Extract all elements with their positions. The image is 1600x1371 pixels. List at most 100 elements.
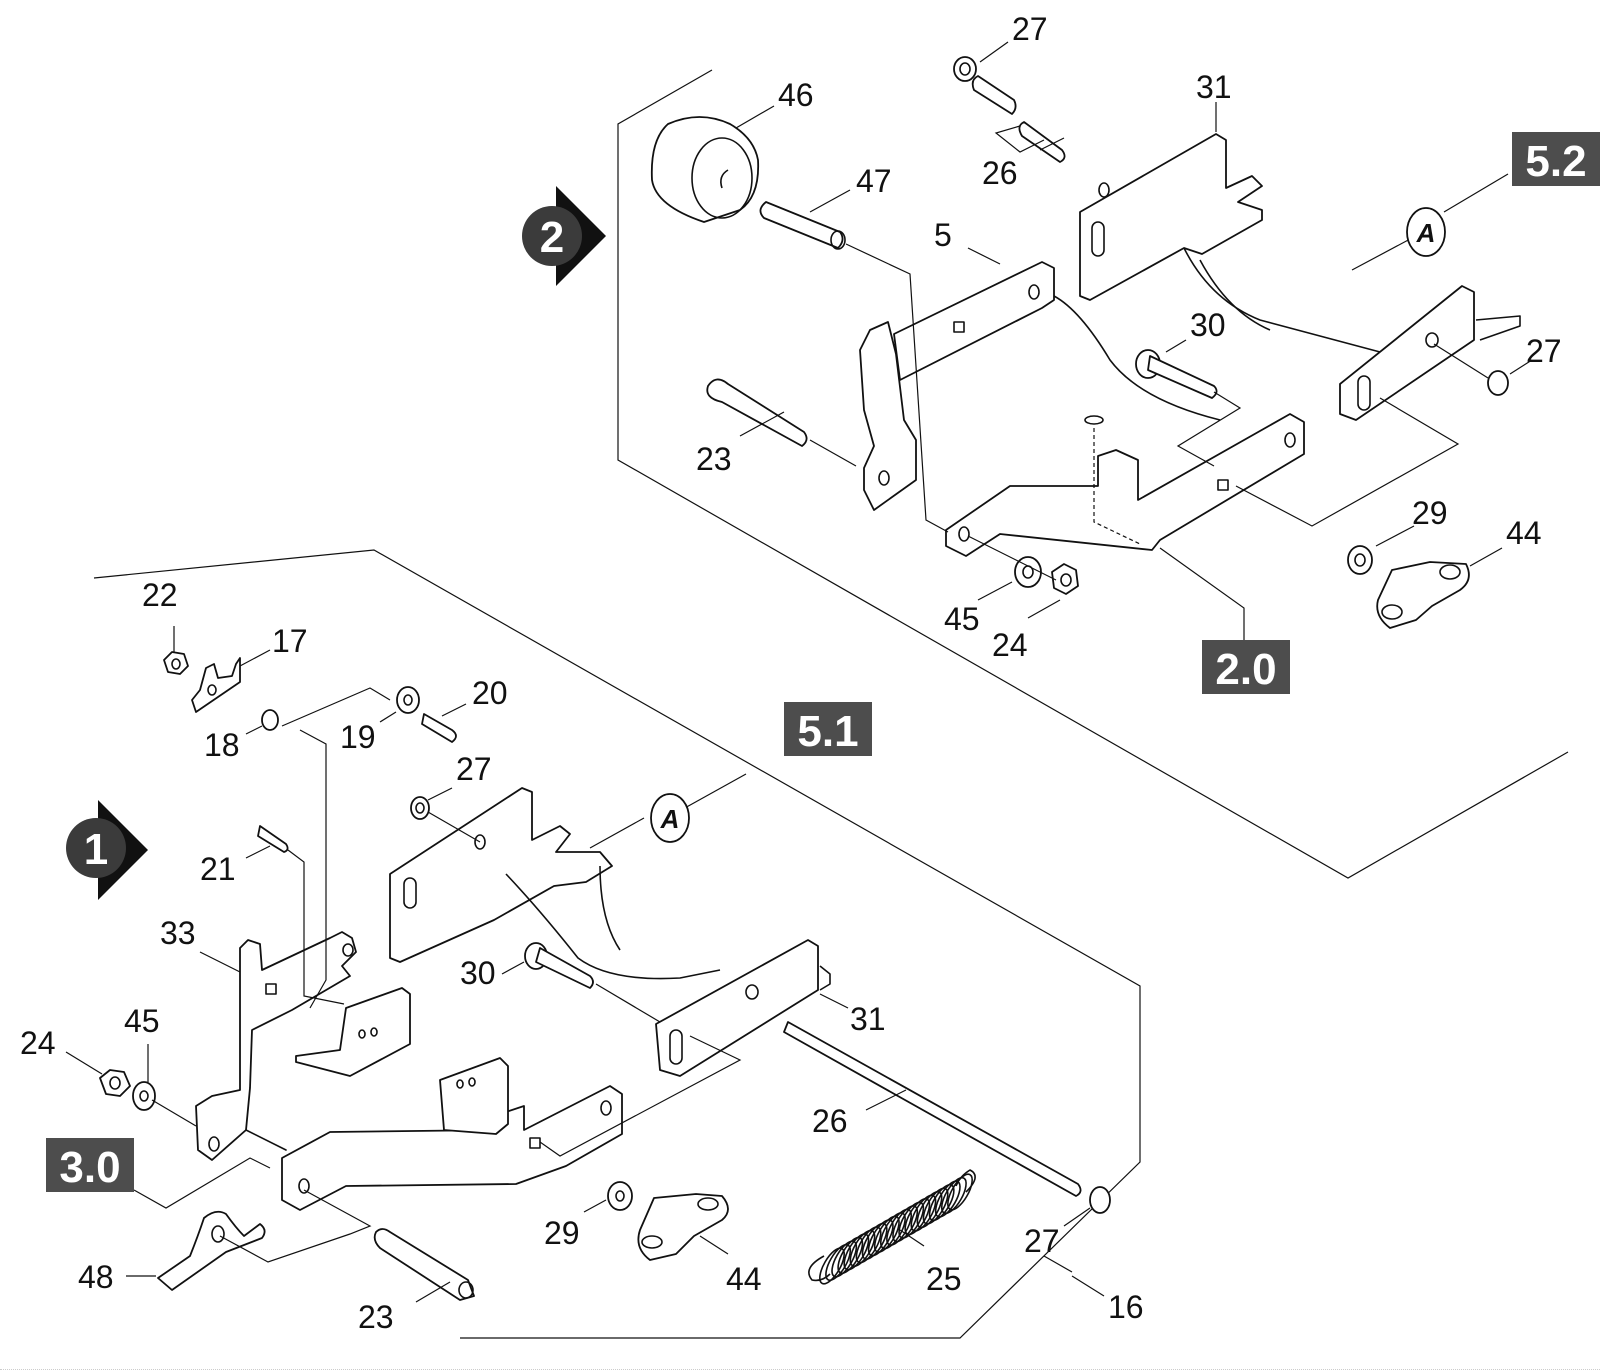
section-badge-5-2[interactable]: 5.2 [1512, 132, 1600, 186]
label-part-31-upper: 31 [1196, 69, 1232, 105]
upper-line-2-0 [1159, 547, 1245, 644]
part-washer-29-upper [1347, 545, 1373, 575]
part-pin-47 [759, 201, 846, 250]
upper-assembly-lines [845, 243, 949, 533]
label-part-27-top: 27 [1012, 11, 1048, 47]
section-badge-2-0[interactable]: 2.0 [1202, 640, 1290, 694]
part-nut-24-lower [99, 1069, 131, 1097]
part-latch-plate-17 [191, 657, 241, 713]
ref-a-lower-label: A [660, 804, 680, 834]
upper-boundary-outline [617, 69, 1569, 879]
label-part-46: 46 [778, 77, 814, 113]
part-bracket-31-lower [389, 787, 831, 1077]
label-part-25: 25 [926, 1261, 962, 1297]
lower-line-45 [151, 1099, 197, 1127]
lower-line-27 [427, 811, 481, 843]
upper-line-29 [1235, 397, 1460, 527]
label-part-27-cap-lower: 27 [1024, 1223, 1060, 1259]
label-part-17: 17 [272, 623, 308, 659]
part-frame-lower [245, 1057, 623, 1211]
part-shaft-26-upper [971, 75, 1066, 163]
part-spring-25 [808, 1169, 976, 1285]
badge-3-0-label: 3.0 [59, 1143, 120, 1192]
label-part-47: 47 [856, 163, 892, 199]
upper-line-5-2 [1351, 237, 1413, 271]
badge-5-2-label: 5.2 [1525, 137, 1586, 186]
part-roller-46 [650, 116, 760, 223]
reference-marker-a-lower: A [650, 793, 690, 843]
lower-part-labels: 22 17 20 19 18 27 21 33 30 31 24 45 26 2… [20, 577, 1144, 1335]
part-shaft-26-lower [783, 1021, 1082, 1197]
part-spacer-18 [261, 709, 279, 731]
label-part-45-upper: 45 [944, 601, 980, 637]
label-part-27-cap-upper: 27 [1526, 333, 1562, 369]
label-part-48: 48 [78, 1259, 114, 1295]
lower-line-18-19 [281, 687, 391, 727]
lower-line-3-0 [133, 1157, 271, 1209]
lower-line-30 [595, 983, 661, 1023]
upper-part-labels: 27 31 46 26 47 5 30 27 23 29 44 45 24 [696, 11, 1562, 663]
label-part-30-upper: 30 [1190, 307, 1226, 343]
part-latch-48 [157, 1210, 266, 1291]
lower-boundary-outline [93, 549, 1141, 1339]
label-part-26-lower: 26 [812, 1103, 848, 1139]
label-part-22: 22 [142, 577, 178, 613]
lower-line-23 [219, 1189, 372, 1263]
upper-line-45 [967, 535, 1057, 581]
step-marker-1: 1 [66, 800, 148, 900]
label-part-21: 21 [200, 851, 236, 887]
label-part-24-upper: 24 [992, 627, 1028, 663]
label-part-19: 19 [340, 719, 376, 755]
upper-assembly [617, 56, 1569, 879]
label-part-45-lower: 45 [124, 1003, 160, 1039]
label-part-30-lower: 30 [460, 955, 496, 991]
upper-line-30 [1176, 391, 1242, 467]
part-nut-24-upper [1051, 563, 1079, 595]
label-part-44-upper: 44 [1506, 515, 1542, 551]
lower-line-16 [1043, 1255, 1073, 1273]
label-part-23-upper: 23 [696, 441, 732, 477]
upper-line-a-5-2 [1443, 173, 1509, 213]
part-bolt-30-upper [1135, 349, 1218, 399]
part-bearing-block-44-lower [637, 1193, 729, 1261]
part-washer-29-lower [607, 1181, 633, 1211]
upper-line-27-cap [1433, 343, 1489, 379]
label-part-23-lower: 23 [358, 1299, 394, 1335]
page-bottom-divider [0, 1369, 1600, 1371]
part-washer-19 [396, 686, 420, 714]
step-2-label: 2 [540, 213, 564, 262]
part-nut-22 [163, 651, 189, 675]
label-part-16: 16 [1108, 1289, 1144, 1325]
spring-coil [947, 1173, 973, 1211]
spring-coil [940, 1176, 967, 1215]
part-pin-21 [257, 825, 289, 853]
lower-line-29 [539, 1035, 742, 1157]
part-bracket-31-upper-end [1339, 285, 1521, 421]
label-part-24-lower: 24 [20, 1025, 56, 1061]
part-bearing-block-44-upper [1376, 561, 1470, 629]
lower-line-18-down [299, 729, 327, 1009]
lower-line-21 [287, 849, 345, 1005]
label-part-44-lower: 44 [726, 1261, 762, 1297]
lower-assembly [93, 549, 1141, 1339]
part-bracket-33 [195, 931, 411, 1161]
part-frame-5 [859, 261, 1305, 557]
label-part-33: 33 [160, 915, 196, 951]
label-part-20: 20 [472, 675, 508, 711]
upper-line-23 [809, 439, 857, 467]
section-badge-3-0[interactable]: 3.0 [46, 1138, 134, 1192]
part-lock-washer-27-lower [410, 796, 430, 820]
ref-a-upper-label: A [1416, 218, 1436, 248]
part-lock-washer-27-top [953, 56, 977, 82]
badge-2-0-label: 2.0 [1215, 645, 1276, 694]
section-badge-5-1[interactable]: 5.1 [784, 702, 872, 756]
part-bolt-23-lower [373, 1228, 475, 1301]
part-screw-20 [421, 713, 457, 743]
label-part-5: 5 [934, 217, 952, 253]
part-bolt-23-upper [706, 378, 808, 447]
part-bolt-30-lower [524, 942, 594, 989]
label-part-29-lower: 29 [544, 1215, 580, 1251]
badge-5-1-label: 5.1 [797, 707, 858, 756]
part-cap-27-lower [1089, 1186, 1111, 1214]
